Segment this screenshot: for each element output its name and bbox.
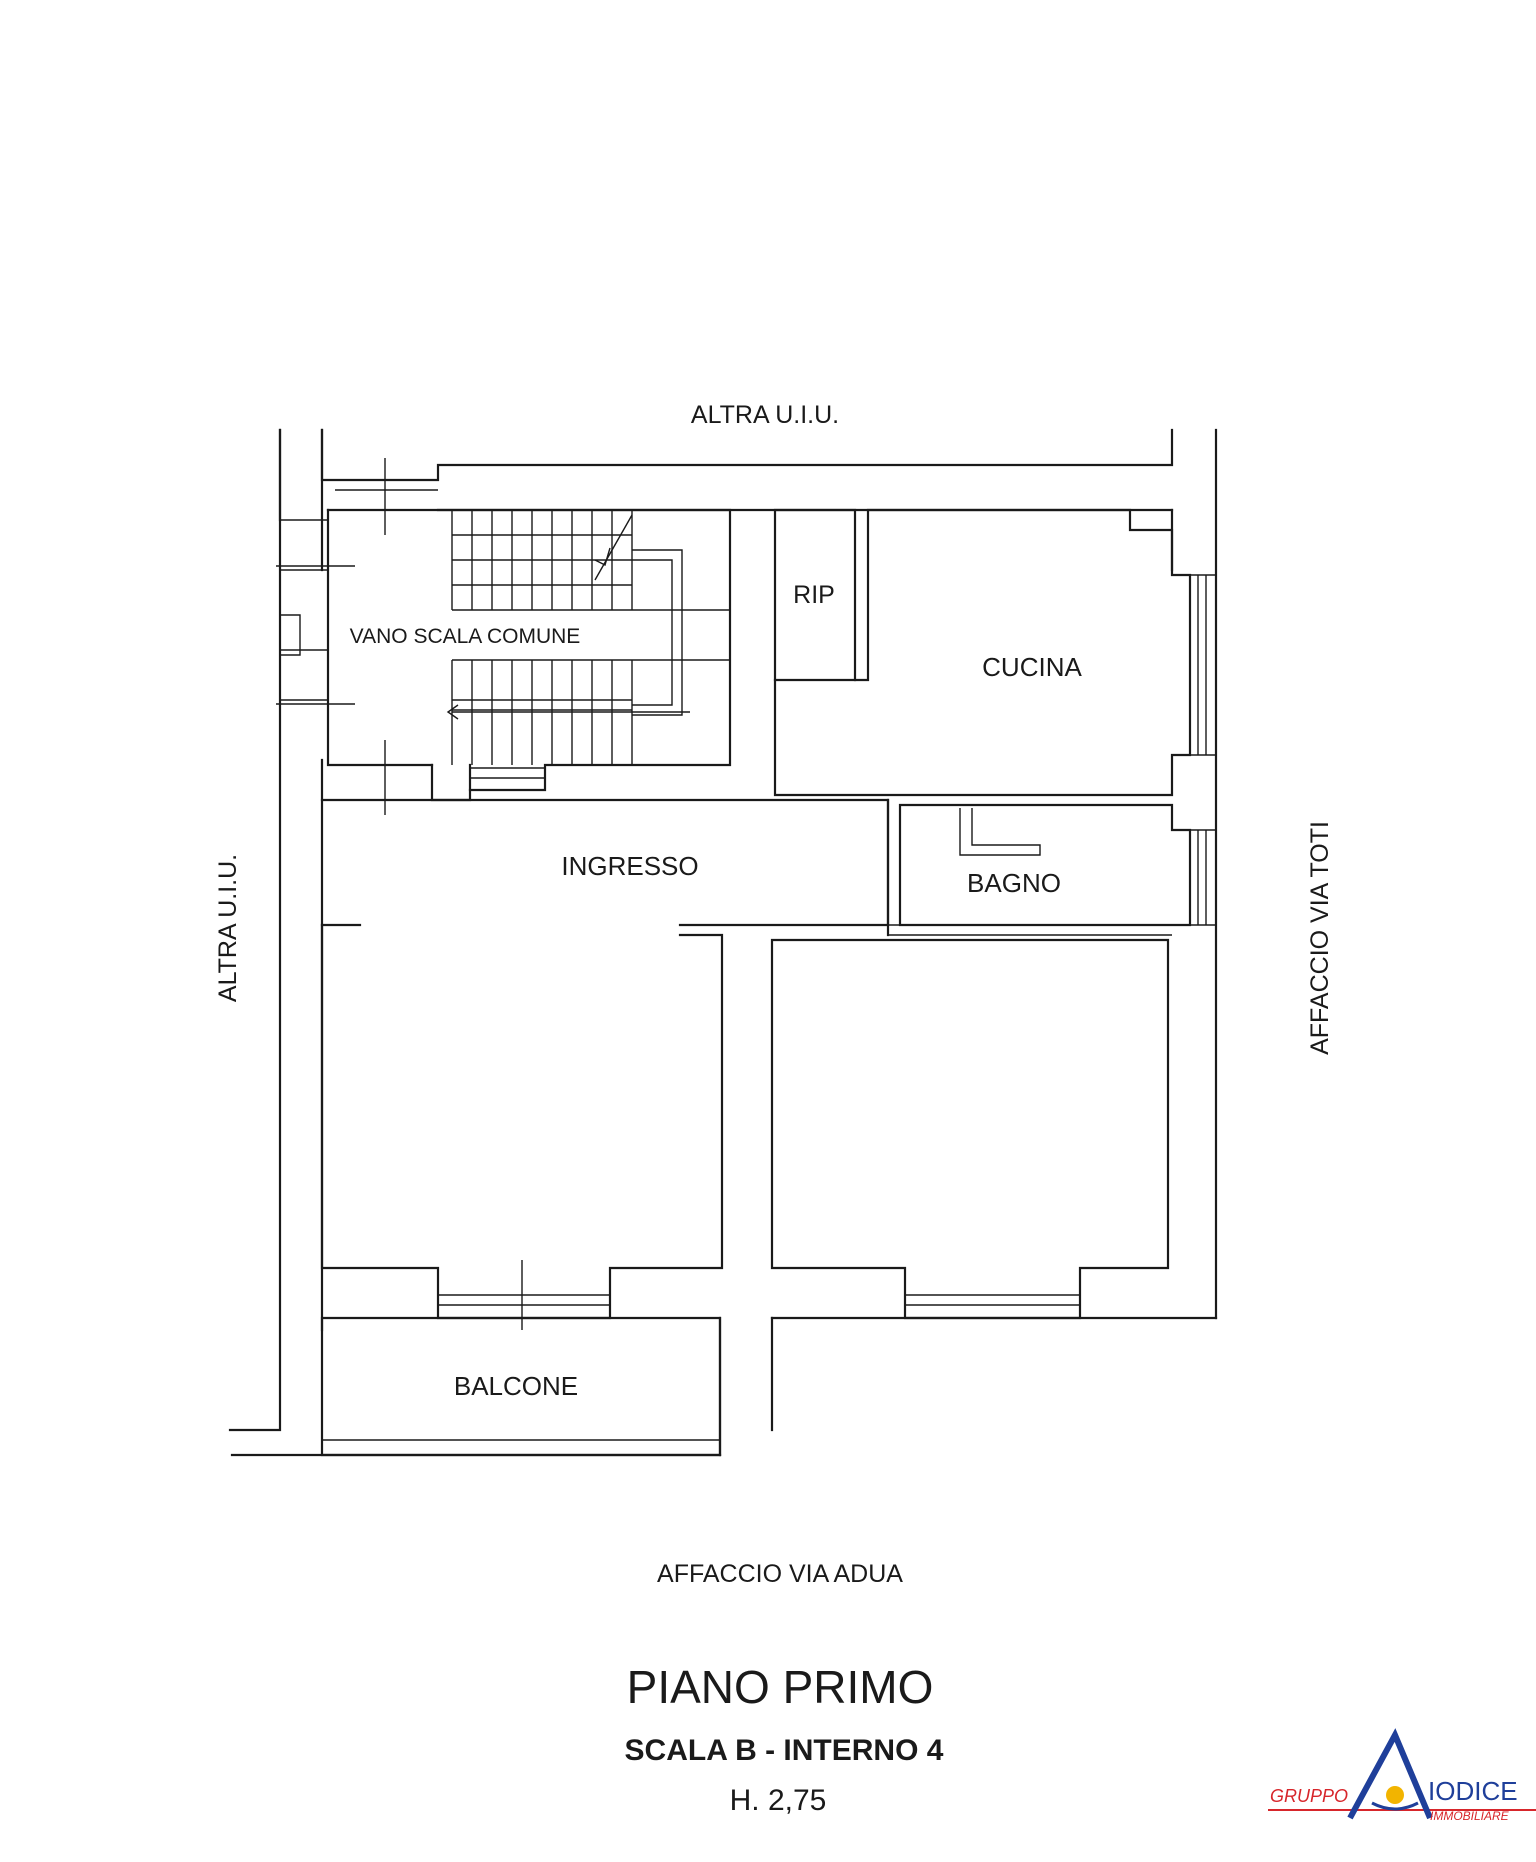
- logo-left-text: GRUPPO: [1270, 1786, 1348, 1806]
- ingresso-band: [320, 798, 1216, 937]
- room-entrance-label: INGRESSO: [561, 851, 698, 881]
- ceiling-height: H. 2,75: [730, 1784, 827, 1817]
- logo-brand: IODICE: [1428, 1776, 1518, 1806]
- kitchen-block: [773, 508, 1216, 797]
- logo-sun-icon: [1386, 1786, 1404, 1804]
- room-stair-label: VANO SCALA COMUNE: [350, 625, 581, 648]
- neighbor-left-label: ALTRA U.I.U.: [214, 854, 242, 1002]
- logo-sub: IMMOBILIARE: [1430, 1809, 1510, 1823]
- floor-title: PIANO PRIMO: [627, 1661, 934, 1713]
- stair-core: [276, 458, 732, 815]
- company-logo: GRUPPO IODICE IMMOBILIARE: [1268, 1728, 1536, 1823]
- neighbor-top-label: ALTRA U.I.U.: [691, 401, 839, 429]
- room-balcony-label: BALCONE: [454, 1371, 578, 1401]
- balcony: [320, 1316, 722, 1457]
- room-kitchen-label: CUCINA: [982, 652, 1082, 682]
- room-storage-label: RIP: [793, 581, 835, 609]
- room-bathroom-label: BAGNO: [967, 868, 1061, 898]
- bedrooms: [320, 923, 1170, 1330]
- neighbor-right-label: AFFACCIO VIA TOTI: [1306, 821, 1334, 1055]
- neighbor-bottom-label: AFFACCIO VIA ADUA: [657, 1560, 903, 1588]
- logo-house-icon: [1347, 1728, 1433, 1820]
- unit-subtitle: SCALA B - INTERNO 4: [625, 1734, 944, 1767]
